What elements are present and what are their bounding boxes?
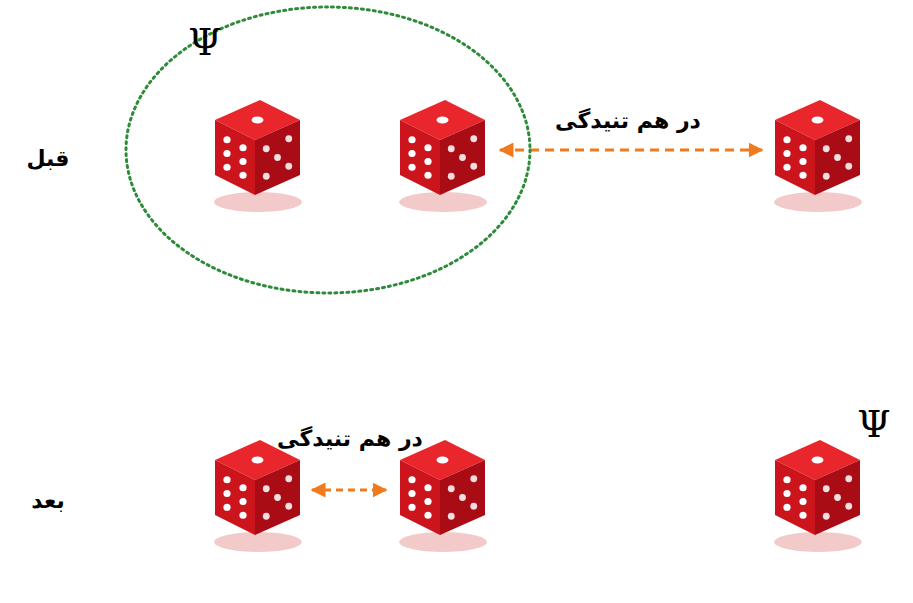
entanglement-arrow — [500, 149, 762, 152]
psi-symbol: Ψ — [188, 23, 221, 61]
dotted-ellipse — [123, 4, 533, 296]
wavefunction-symbol: Ψ — [857, 405, 890, 443]
die — [774, 440, 862, 552]
entanglement-label: در هم تنیدگی — [277, 426, 423, 451]
die — [214, 100, 302, 212]
wavefunction-region: Ψ — [123, 4, 533, 296]
row-label: قبل — [26, 146, 69, 171]
entanglement-label: در هم تنیدگی — [555, 108, 701, 133]
row-label: بعد — [31, 488, 64, 513]
die — [774, 100, 862, 212]
die — [399, 100, 487, 212]
entanglement-arrow — [312, 489, 386, 492]
die — [214, 440, 302, 552]
die — [399, 440, 487, 552]
